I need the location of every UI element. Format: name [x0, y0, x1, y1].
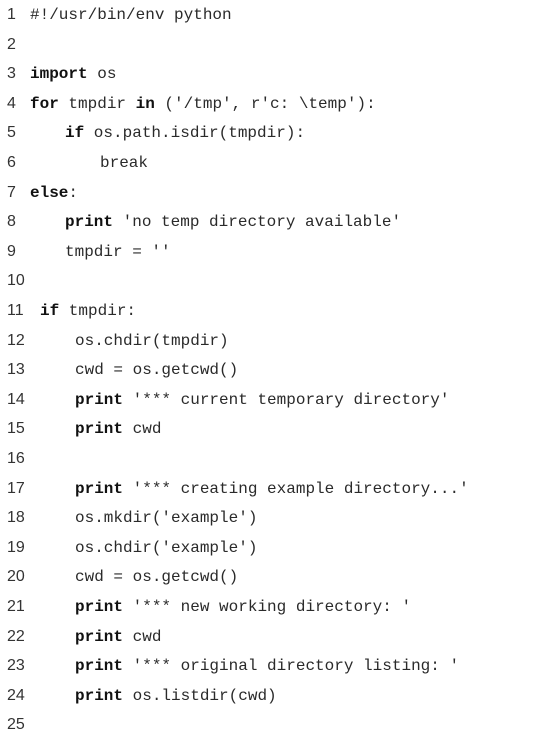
line-number: 19 — [7, 538, 25, 556]
line-code: if tmpdir: — [40, 299, 136, 323]
line-code: cwd = os.getcwd() — [75, 358, 238, 382]
code-keyword: print — [75, 686, 124, 705]
line-code: print '*** new working directory: ' — [75, 595, 411, 619]
code-text: break — [100, 154, 149, 172]
line-code: import os — [30, 62, 116, 86]
code-text: cwd — [123, 420, 162, 439]
code-text: cwd — [123, 627, 162, 646]
line-number: 13 — [7, 361, 25, 379]
code-text: tmpdir: — [59, 302, 137, 320]
line-code: os.chdir('example') — [75, 536, 257, 560]
line-number: 2 — [7, 35, 16, 53]
line-number: 18 — [7, 509, 25, 527]
code-text: '*** current temporary directory' — [123, 390, 450, 409]
line-code: print cwd — [75, 625, 161, 649]
code-text: tmpdir — [58, 94, 136, 113]
line-code: print 'no temp directory available' — [65, 210, 401, 234]
line-number: 15 — [7, 420, 25, 438]
line-code: #!/usr/bin/env python — [30, 3, 232, 27]
line-number: 17 — [7, 479, 25, 497]
line-number: 6 — [7, 154, 16, 171]
code-text: '*** creating example directory...' — [123, 479, 469, 498]
code-keyword: in — [135, 94, 155, 113]
code-keyword: if — [65, 124, 85, 143]
line-code: print '*** creating example directory...… — [75, 477, 469, 501]
code-text: ('/tmp', r'c: \temp'): — [154, 94, 376, 113]
line-code: print cwd — [75, 417, 161, 441]
line-code: for tmpdir in ('/tmp', r'c: \temp'): — [30, 92, 376, 116]
code-keyword: else — [30, 183, 69, 202]
code-keyword: print — [75, 627, 124, 646]
line-code: print os.listdir(cwd) — [75, 684, 277, 708]
code-text: '*** new working directory: ' — [123, 598, 412, 616]
line-code: os.mkdir('example') — [75, 506, 257, 530]
code-keyword: import — [30, 65, 88, 84]
line-number: 22 — [7, 627, 25, 645]
code-text: tmpdir = '' — [65, 242, 171, 261]
code-keyword: for — [30, 94, 59, 113]
line-number: 8 — [7, 213, 16, 231]
line-number: 5 — [7, 124, 16, 142]
code-text: 'no temp directory available' — [113, 213, 402, 232]
line-number: 1 — [7, 6, 16, 23]
line-number: 7 — [7, 183, 16, 201]
code-text: cwd = os.getcwd() — [75, 361, 239, 380]
line-code: if os.path.isdir(tmpdir): — [65, 121, 305, 145]
line-number: 21 — [7, 598, 25, 615]
line-code: else: — [30, 181, 78, 205]
code-keyword: print — [75, 479, 124, 498]
code-keyword: if — [40, 302, 60, 320]
line-code: os.chdir(tmpdir) — [75, 329, 229, 353]
code-keyword: print — [75, 390, 124, 409]
code-keyword: print — [75, 420, 124, 439]
line-code: break — [100, 151, 148, 175]
code-text: '*** original directory listing: ' — [123, 657, 460, 676]
code-text: : — [68, 183, 79, 202]
code-keyword: print — [75, 598, 124, 616]
code-text: #!/usr/bin/env python — [30, 6, 232, 24]
line-number: 9 — [7, 242, 16, 260]
line-number: 24 — [7, 686, 25, 704]
code-text: os.path.isdir(tmpdir): — [84, 124, 306, 143]
line-number: 3 — [7, 65, 16, 83]
code-text: os.listdir(cwd) — [123, 686, 277, 705]
line-number: 11 — [7, 302, 24, 319]
line-code: cwd = os.getcwd() — [75, 565, 238, 589]
line-code: print '*** current temporary directory' — [75, 388, 449, 412]
line-code: print '*** original directory listing: ' — [75, 654, 459, 678]
line-code: tmpdir = '' — [65, 240, 171, 264]
code-text: os.mkdir('example') — [75, 509, 258, 528]
code-text: os.chdir('example') — [75, 538, 258, 557]
code-text: os.chdir(tmpdir) — [75, 331, 229, 350]
code-text: cwd = os.getcwd() — [75, 568, 239, 587]
line-number: 20 — [7, 568, 25, 586]
line-number: 14 — [7, 390, 25, 408]
code-text: os — [87, 65, 117, 84]
line-number: 16 — [7, 450, 25, 467]
code-keyword: print — [65, 213, 114, 232]
line-number: 23 — [7, 657, 25, 675]
line-number: 25 — [7, 716, 25, 734]
line-number: 4 — [7, 94, 16, 112]
line-number: 12 — [7, 331, 25, 349]
line-number: 10 — [7, 272, 25, 290]
code-keyword: print — [75, 657, 124, 676]
